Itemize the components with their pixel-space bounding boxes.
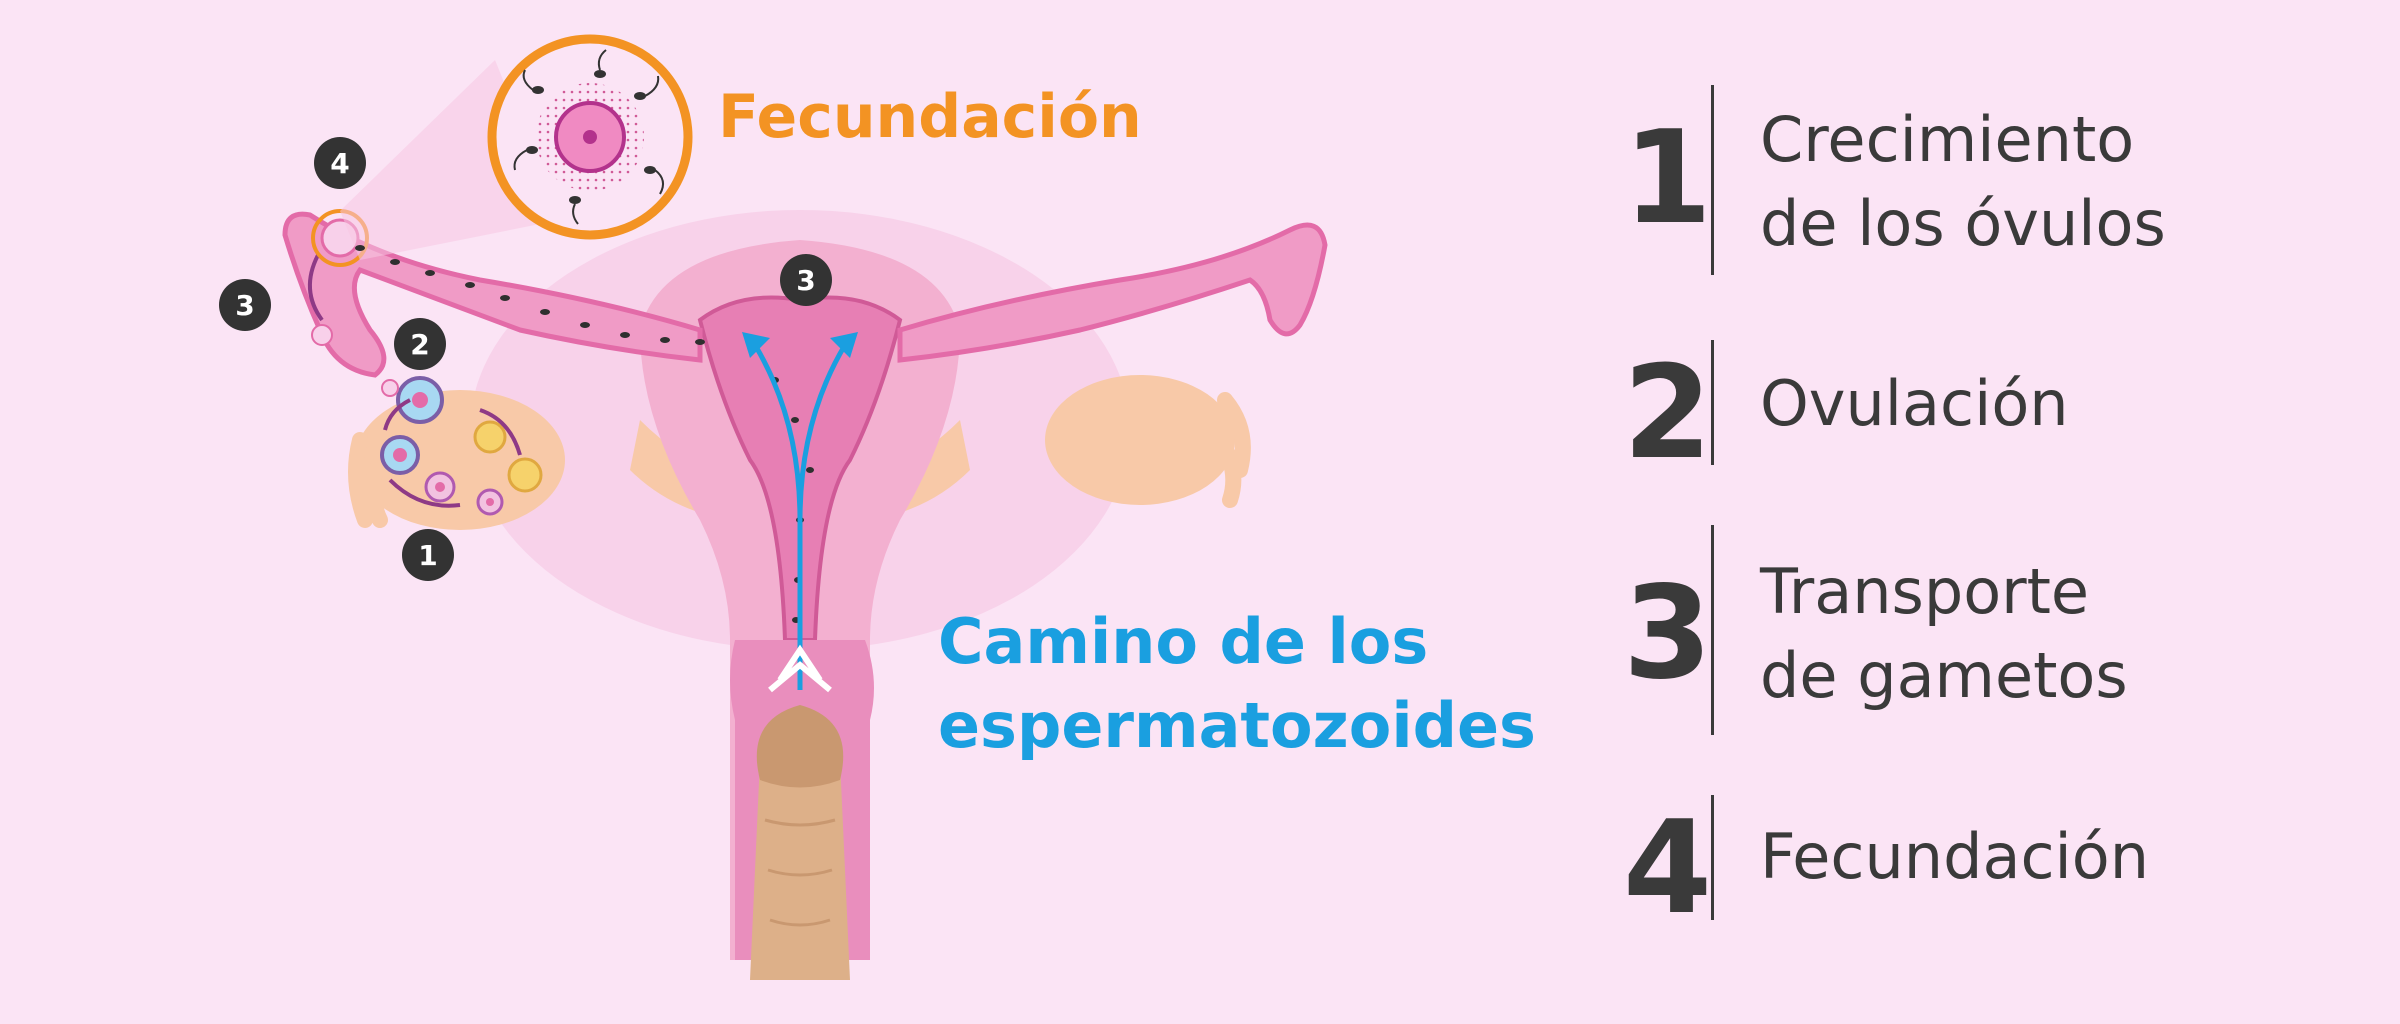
- step-label: Fecundación: [1760, 815, 2149, 899]
- step-marker-icon: [219, 279, 271, 331]
- sperm-pathway-arrowhead: [830, 332, 858, 358]
- marker-label: 2: [410, 328, 429, 361]
- step-3: 3 Transporte de gametos: [1580, 525, 2380, 740]
- step-2: 2 Ovulación: [1580, 340, 2380, 478]
- step-marker-icon: [780, 254, 832, 306]
- step-label-line: Crecimiento: [1760, 103, 2135, 176]
- step-4: 4 Fecundación: [1580, 795, 2380, 933]
- ejaculation-burst: [768, 644, 832, 693]
- sperm-pathway-arrowhead: [742, 332, 770, 358]
- right-fimbriae: [1212, 392, 1251, 508]
- step-marker-icon: [394, 318, 446, 370]
- penis-texture: [764, 818, 836, 927]
- marker-label: 1: [418, 539, 437, 572]
- penis-shaft: [750, 760, 850, 980]
- step-number: 2: [1622, 339, 1713, 488]
- sperm-pathway-right: [797, 343, 848, 521]
- marker-label: 4: [330, 147, 349, 180]
- step-marker-icon: [402, 529, 454, 581]
- step-number: 3: [1622, 559, 1713, 708]
- penis-glans: [756, 705, 844, 788]
- step-divider: [1711, 525, 1714, 735]
- step-label-line: Transporte: [1760, 555, 2090, 628]
- step-label: Transporte de gametos: [1760, 550, 2128, 718]
- right-ovary: [1045, 375, 1235, 505]
- step-divider: [1711, 340, 1714, 465]
- follicle-icon: [380, 435, 420, 475]
- step-divider: [1711, 85, 1714, 275]
- step-label-line: Ovulación: [1760, 367, 2069, 440]
- step-marker-icon: [314, 137, 366, 189]
- step-divider: [1711, 795, 1714, 920]
- step-label-line: de los óvulos: [1760, 187, 2166, 260]
- follicle-icon: [396, 376, 444, 424]
- sperm-icon: [513, 49, 665, 225]
- follicle-icon: [473, 420, 507, 454]
- step-label-line: de gametos: [1760, 639, 2128, 712]
- follicle-icon: [424, 471, 456, 503]
- sperm-path-callout: Camino de los espermatozoides: [938, 600, 1536, 768]
- step-1: 1 Crecimiento de los óvulos: [1580, 70, 2380, 280]
- left-fallopian-tube: [282, 211, 703, 378]
- sperm-path-line2: espermatozoides: [938, 689, 1536, 762]
- fertilization-callout: Fecundación: [718, 82, 1142, 152]
- follicle-icon: [476, 488, 504, 516]
- right-fallopian-tube: [897, 222, 1328, 363]
- ovum-path-arrow: [307, 254, 324, 322]
- follicle-icon: [507, 457, 543, 493]
- egg-cell-icon: [311, 324, 333, 346]
- marker-label: 3: [235, 289, 254, 322]
- step-label: Ovulación: [1760, 362, 2069, 446]
- egg-cell-icon: [381, 379, 399, 397]
- step-label-line: Fecundación: [1760, 820, 2149, 893]
- step-label: Crecimiento de los óvulos: [1760, 98, 2166, 266]
- follicle-cycle-arrows: [383, 398, 522, 508]
- egg-nucleus: [583, 130, 597, 144]
- sperm-path-line1: Camino de los: [938, 605, 1429, 678]
- step-number: 4: [1622, 794, 1713, 943]
- step-number: 1: [1622, 104, 1713, 253]
- marker-label: 3: [796, 264, 815, 297]
- left-fimbriae: [348, 432, 388, 528]
